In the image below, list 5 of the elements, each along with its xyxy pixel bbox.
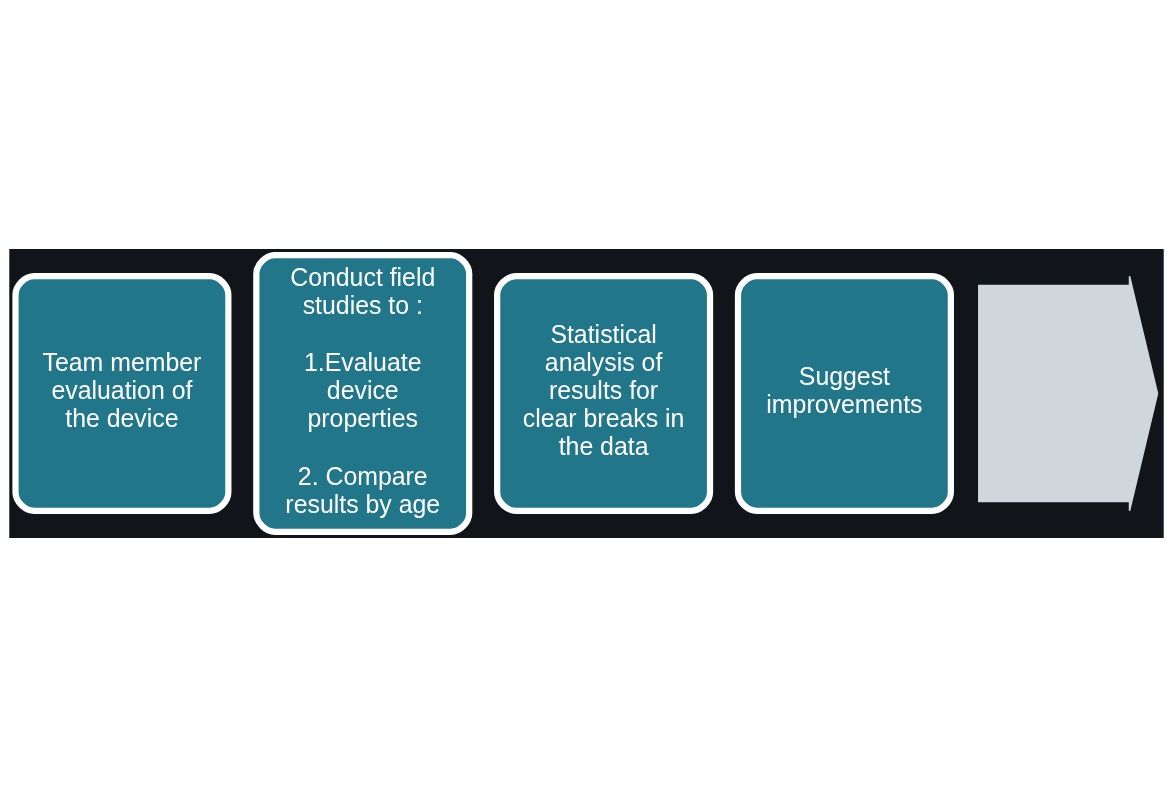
node-box: Suggest improvements xyxy=(734,272,954,514)
node-box: Statistical analysis of results for clear breaks in the data xyxy=(494,272,714,514)
node-arrow xyxy=(978,274,1159,512)
node-box: Team member evaluation of the device xyxy=(12,272,232,514)
node-box: Conduct field studies to : 1.Evaluate device properties 2. Compare results by age xyxy=(253,251,473,535)
